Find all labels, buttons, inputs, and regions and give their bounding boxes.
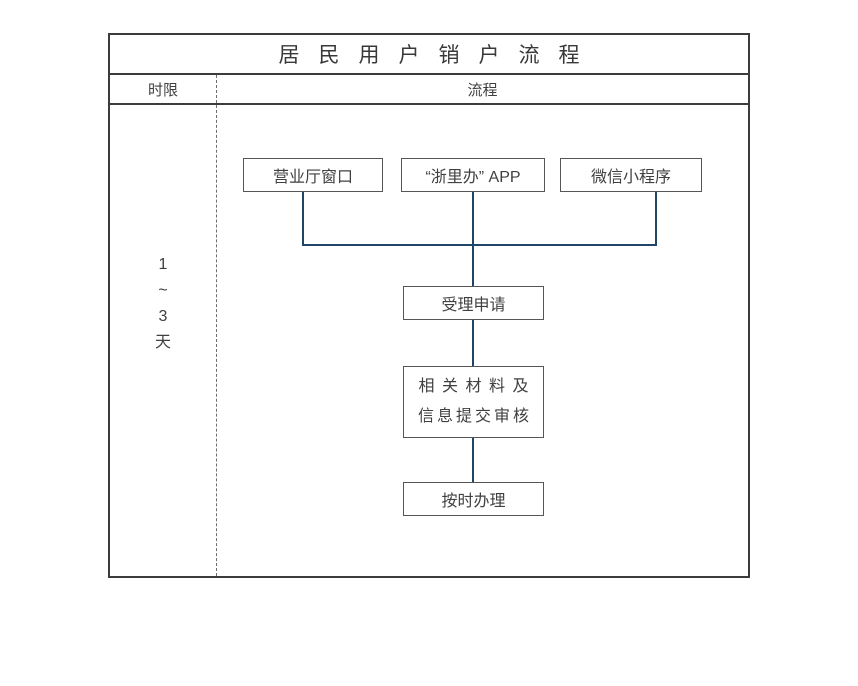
- title-row: 居民用户销户流程: [110, 35, 748, 75]
- flow-box-materials-review: 相关材料及 信息提交审核: [403, 366, 544, 438]
- flow-box-label: 受理申请: [441, 297, 506, 314]
- process-header-label: 流程: [467, 81, 498, 99]
- flowchart-cell: 营业厅窗口 “浙里办” APP 微信小程序 受理申请: [217, 105, 748, 576]
- flow-box-label: “浙里办” APP: [425, 169, 521, 186]
- connector-stub-right: [655, 192, 657, 246]
- flow-box-label: 按时办理: [441, 493, 506, 510]
- flow-box-label: 营业厅窗口: [272, 169, 353, 186]
- header-row: 时限 流程: [110, 75, 748, 105]
- flow-box-business-hall: 营业厅窗口: [243, 158, 383, 192]
- connector-accept-to-review: [472, 320, 474, 366]
- time-limit-line: 天: [154, 334, 171, 351]
- time-limit-value: 1 ~ 3 天: [155, 105, 171, 356]
- flow-box-wechat-miniprogram: 微信小程序: [560, 158, 702, 192]
- flow-box-label-line1: 相关材料及: [418, 378, 536, 395]
- header-cell-process: 流程: [217, 75, 748, 103]
- time-limit-header-label: 时限: [147, 81, 178, 99]
- flow-box-label: 微信小程序: [590, 169, 671, 186]
- flow-box-zheliban-app: “浙里办” APP: [401, 158, 545, 192]
- flow-box-handle-on-time: 按时办理: [403, 482, 544, 516]
- time-limit-line: 1: [158, 256, 168, 273]
- body-row: 1 ~ 3 天 营业厅窗口 “浙里办” APP 微信小程序: [110, 105, 748, 576]
- time-limit-line: ~: [158, 282, 168, 299]
- connector-review-to-handle: [472, 438, 474, 482]
- flow-box-label-line2: 信息提交审核: [417, 408, 532, 425]
- header-cell-time-limit: 时限: [110, 75, 217, 103]
- page-title: 居民用户销户流程: [278, 44, 599, 67]
- connector-stub-center: [472, 192, 474, 246]
- time-limit-cell: 1 ~ 3 天: [110, 105, 217, 576]
- time-limit-line: 3: [158, 308, 168, 325]
- connector-merge-bar: [302, 244, 657, 246]
- connector-to-accept: [472, 244, 474, 286]
- flow-box-accept-application: 受理申请: [403, 286, 544, 320]
- process-table: 居民用户销户流程 时限 流程 1 ~ 3 天 营: [108, 33, 750, 578]
- connector-stub-left: [302, 192, 304, 246]
